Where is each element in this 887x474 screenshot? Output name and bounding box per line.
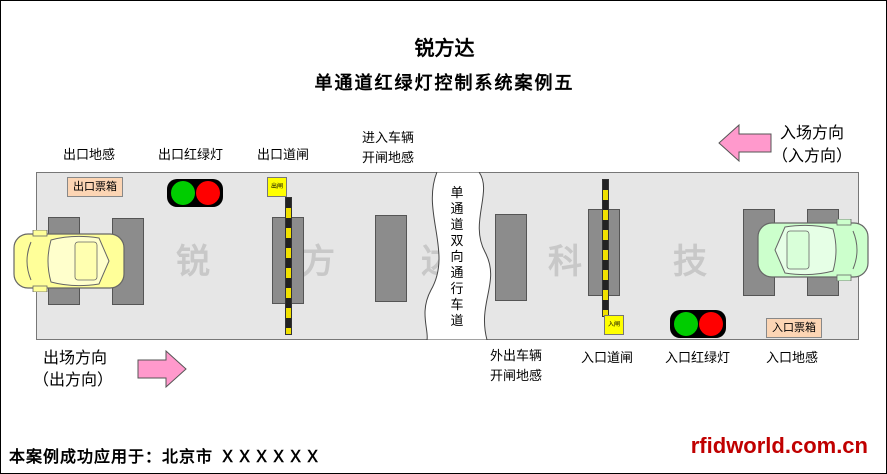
exit-direction-sublabel: （出方向）: [33, 370, 114, 389]
diagram-subtitle: 单通道红绿灯控制系统案例五: [314, 73, 575, 94]
entry-gate-box: 入闸: [604, 315, 624, 335]
entry-vehicle-sensor-label-line1: 进入车辆: [361, 131, 414, 146]
exit-gate-barrier-arm: [285, 197, 292, 335]
exit-gate-label: 出口道闸: [257, 148, 310, 163]
entry-ticket-box: 入口票箱: [766, 318, 822, 338]
green-lamp-icon: [171, 181, 195, 205]
exit-gate-box: 出闸: [267, 177, 287, 197]
entry-direction-label: 入场方向: [780, 123, 845, 142]
watermark-char: 锐: [176, 242, 210, 282]
outgoing-vehicle-sensor-label-line2: 开闸地感: [489, 369, 542, 384]
exit-direction-arrow-icon: [137, 349, 187, 389]
diagram-title: 锐方达: [414, 36, 475, 60]
exit-direction-label: 出场方向: [43, 348, 108, 367]
watermark-char: 科: [548, 242, 582, 282]
footer-note: 本案例成功应用于：北京市 ＸＸＸＸＸＸ: [9, 447, 322, 466]
entry-gate-label: 入口道闸: [581, 351, 634, 366]
red-lamp-icon: [196, 181, 220, 205]
entry-vehicle-sensor-loop: [375, 215, 407, 302]
lane-divider: [424, 172, 492, 340]
yellow-car-icon: [13, 230, 125, 292]
site-watermark: rfidworld.com.cn: [690, 433, 868, 458]
entry-sensor-label: 入口地感: [766, 351, 819, 366]
entry-direction-arrow-icon: [718, 123, 772, 163]
watermark-char: 技: [673, 242, 707, 282]
outgoing-vehicle-sensor-label-line1: 外出车辆: [489, 349, 542, 364]
entry-vehicle-sensor-label: 进入车辆 开闸地感: [355, 129, 421, 169]
outgoing-vehicle-sensor-loop: [495, 214, 527, 301]
outgoing-vehicle-sensor-label: 外出车辆 开闸地感: [481, 347, 551, 387]
entry-direction-sublabel: （入方向）: [772, 146, 853, 165]
watermark-char: 方: [301, 242, 335, 282]
entry-gate-barrier-arm: [602, 179, 609, 317]
exit-light-label: 出口红绿灯: [158, 148, 224, 163]
exit-ticket-box: 出口票箱: [67, 177, 123, 197]
lane-note: 单通道双向通行车道: [450, 186, 464, 329]
green-lamp-icon: [674, 312, 698, 336]
exit-sensor-label: 出口地感: [63, 148, 116, 163]
entry-light-label: 入口红绿灯: [665, 351, 731, 366]
exit-traffic-light: [167, 179, 223, 207]
entry-vehicle-sensor-label-line2: 开闸地感: [361, 151, 414, 166]
entry-traffic-light: [670, 310, 726, 338]
red-lamp-icon: [699, 312, 723, 336]
green-car-icon: [757, 219, 869, 281]
